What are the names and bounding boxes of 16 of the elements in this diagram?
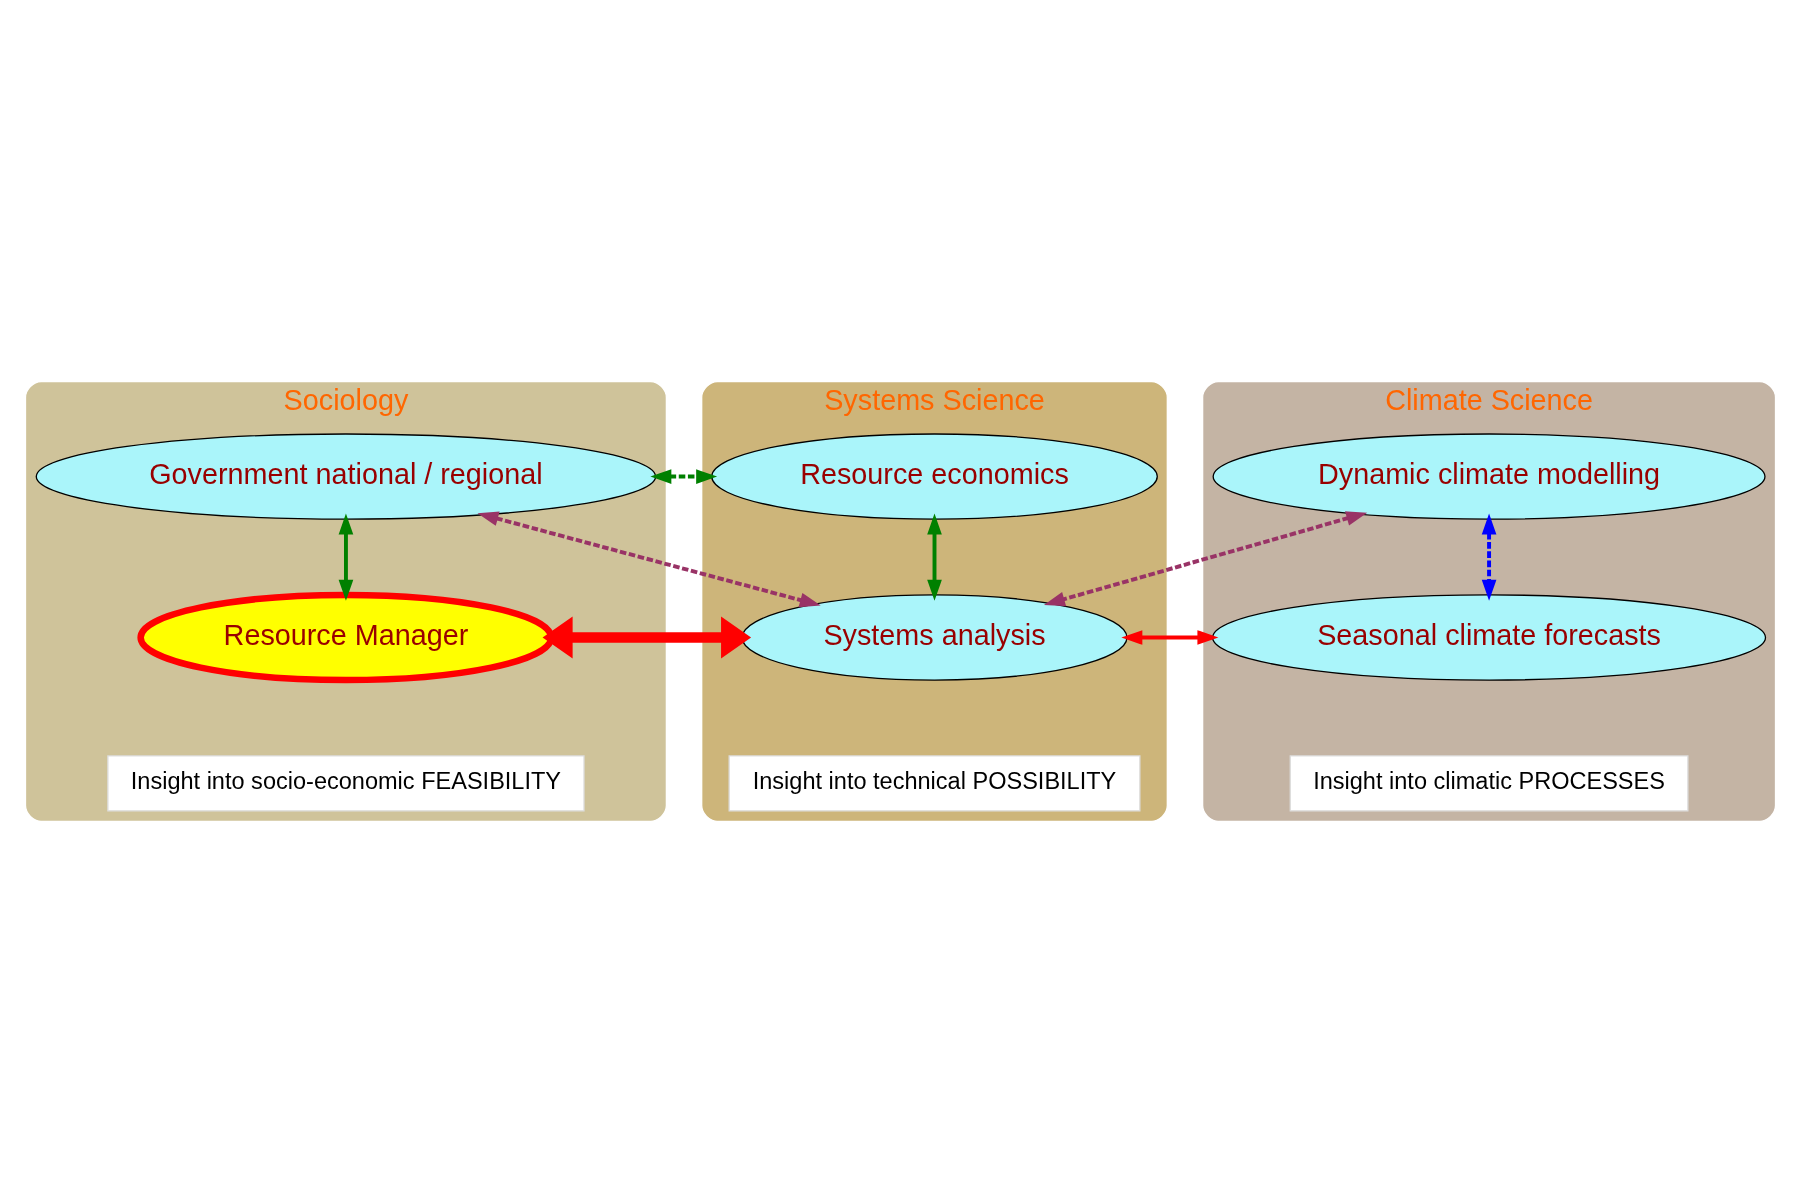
arrow — [338, 513, 354, 601]
arrow — [1043, 510, 1368, 606]
node-ellipse: Dynamic climate modelling — [1212, 432, 1766, 520]
arrow — [1481, 513, 1497, 601]
node-label: Insight into socio-economic FEASIBILITY — [130, 767, 562, 794]
node-label: Insight into technical POSSIBILITY — [752, 767, 1117, 794]
node-ellipse: Government national / regional — [35, 432, 657, 520]
arrow — [542, 615, 752, 659]
arrow — [1121, 629, 1219, 645]
node-ellipse: Resource Manager — [137, 591, 555, 683]
arrow — [477, 511, 821, 607]
arrow — [650, 468, 718, 484]
node-ellipse: Resource economics — [711, 432, 1158, 520]
node-ellipse: Seasonal climate forecasts — [1212, 593, 1767, 681]
node-label: Insight into climatic PROCESSES — [1313, 767, 1665, 794]
arrow — [927, 513, 942, 601]
